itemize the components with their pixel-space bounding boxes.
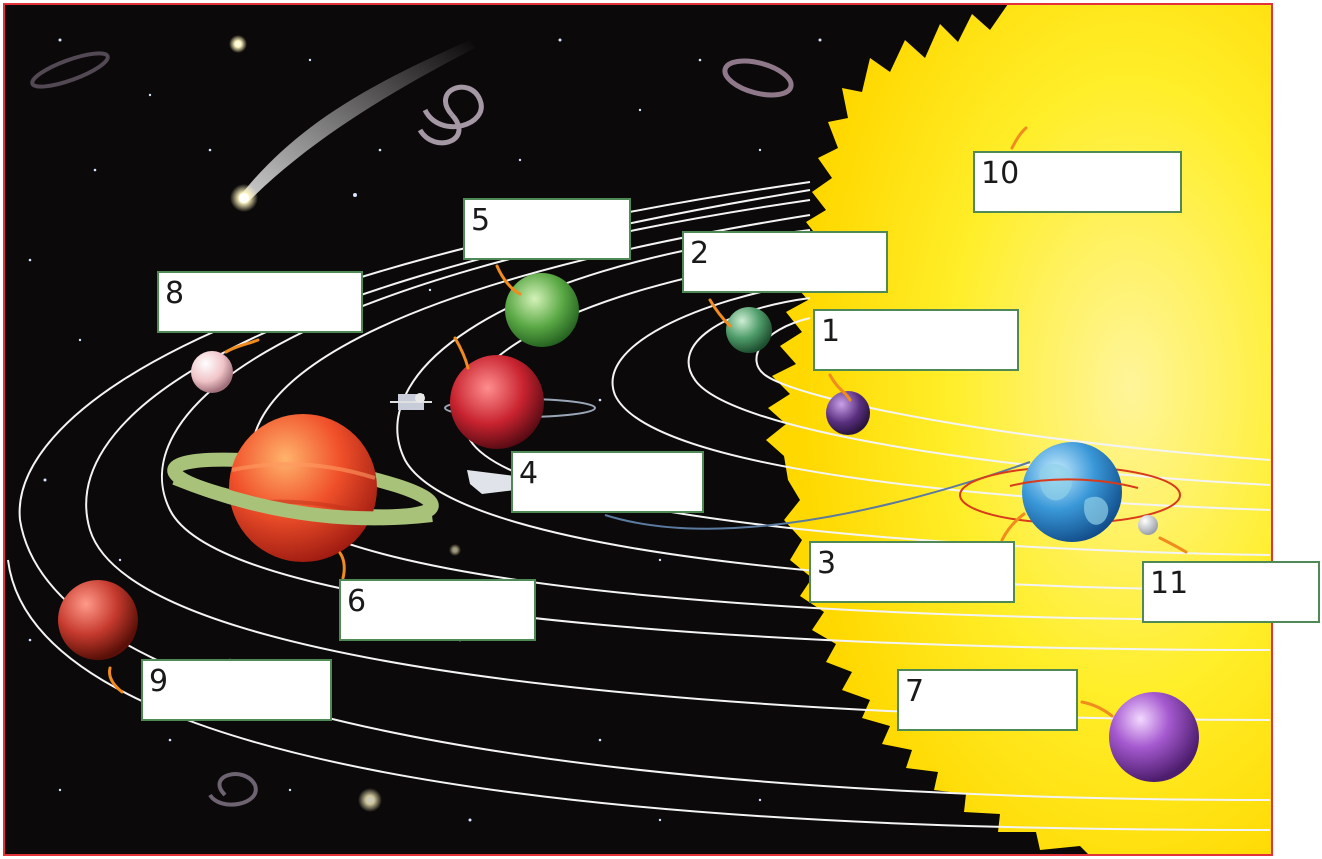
label-box-6[interactable]: 6 <box>339 579 536 641</box>
label-box-1[interactable]: 1 <box>813 309 1019 371</box>
planet-2-venus <box>726 307 772 353</box>
label-number: 11 <box>1150 567 1188 601</box>
moon <box>1138 515 1158 535</box>
label-number: 9 <box>149 665 168 699</box>
label-box-11[interactable]: 11 <box>1142 561 1320 623</box>
label-box-7[interactable]: 7 <box>897 669 1078 731</box>
planet-8 <box>191 351 233 393</box>
bright-star <box>358 788 382 812</box>
label-number: 7 <box>905 675 924 709</box>
bright-star <box>229 35 247 53</box>
label-number: 2 <box>690 237 709 271</box>
label-box-5[interactable]: 5 <box>463 198 631 260</box>
label-number: 4 <box>519 457 538 491</box>
label-box-4[interactable]: 4 <box>511 451 704 513</box>
planet-9 <box>58 580 138 660</box>
label-number: 8 <box>165 277 184 311</box>
bright-star <box>449 544 461 556</box>
label-number: 1 <box>821 315 840 349</box>
label-number: 5 <box>471 204 490 238</box>
label-number: 6 <box>347 585 366 619</box>
label-box-2[interactable]: 2 <box>682 231 888 293</box>
label-box-3[interactable]: 3 <box>809 541 1015 603</box>
label-number: 10 <box>981 157 1019 191</box>
planet-7 <box>1109 692 1199 782</box>
label-box-9[interactable]: 9 <box>141 659 332 721</box>
label-box-8[interactable]: 8 <box>157 271 363 333</box>
planet-5 <box>505 273 579 347</box>
label-number: 3 <box>817 547 836 581</box>
label-box-10[interactable]: 10 <box>973 151 1182 213</box>
